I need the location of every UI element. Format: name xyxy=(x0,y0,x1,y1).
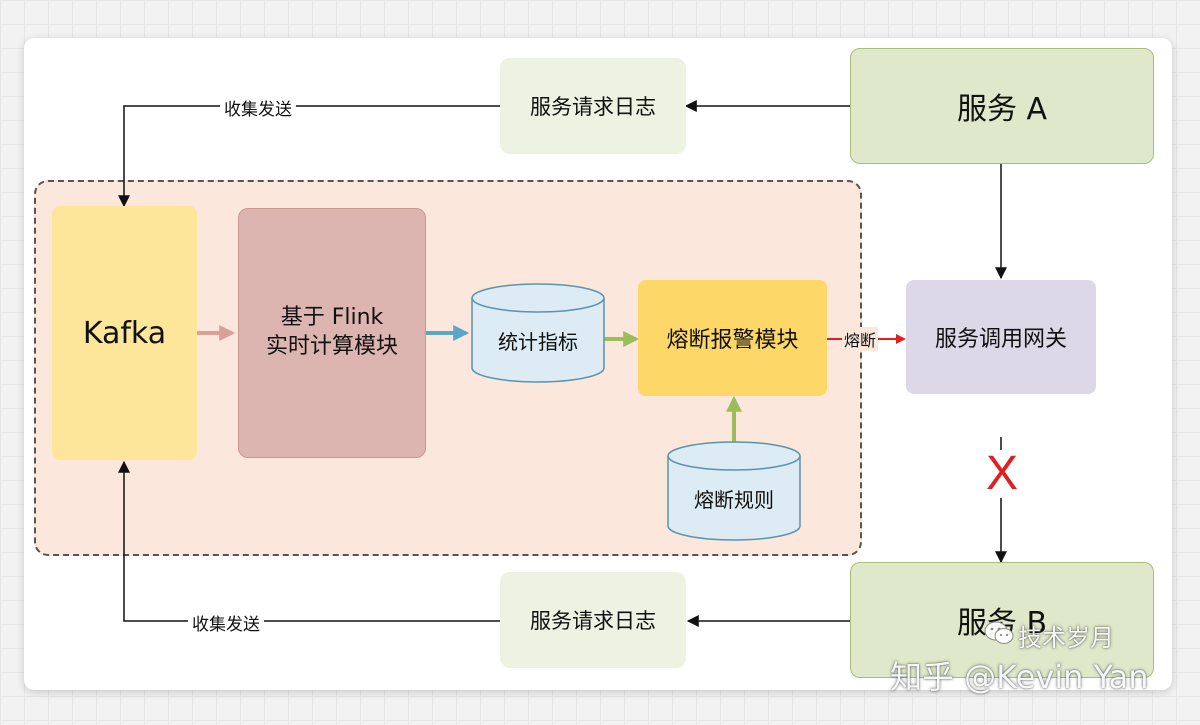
service-a-label: 服务 A xyxy=(956,92,1048,127)
kafka-node: Kafka xyxy=(52,206,197,460)
collect-send-top-label: 收集发送 xyxy=(220,95,296,120)
gateway-label: 服务调用网关 xyxy=(934,327,1067,352)
edge-log-top-to-kafka xyxy=(118,105,500,208)
wechat-icon xyxy=(984,621,1014,644)
alarm-label: 熔断报警模块 xyxy=(666,328,799,353)
metrics-cylinder xyxy=(471,283,605,383)
metrics-label: 统计指标 xyxy=(498,329,578,354)
rules-cylinder xyxy=(667,441,801,541)
watermark-account: 技术岁月 xyxy=(1018,624,1114,652)
blocked-x-mark: X xyxy=(978,450,1026,498)
flink-node: 基于 Flink 实时计算模块 xyxy=(238,208,426,458)
log-top-label: 服务请求日志 xyxy=(530,95,656,119)
log-bottom-node: 服务请求日志 xyxy=(500,572,686,668)
circuit-break-label: 熔断 xyxy=(842,327,879,351)
service-b-node: 服务 B xyxy=(850,562,1154,678)
gateway-node: 服务调用网关 xyxy=(906,280,1096,394)
alarm-node: 熔断报警模块 xyxy=(638,280,827,396)
collect-send-bottom-label: 收集发送 xyxy=(188,610,264,635)
kafka-label: Kafka xyxy=(82,315,167,351)
log-top-node: 服务请求日志 xyxy=(500,58,686,154)
flink-label: 基于 Flink 实时计算模块 xyxy=(265,305,398,359)
edge-log-bottom-to-kafka xyxy=(118,460,500,622)
service-a-node: 服务 A xyxy=(850,48,1154,164)
watermark-site: 知乎 @Kevin Yan xyxy=(890,658,1149,696)
rules-label: 熔断规则 xyxy=(694,487,774,512)
log-bottom-label: 服务请求日志 xyxy=(530,609,656,633)
